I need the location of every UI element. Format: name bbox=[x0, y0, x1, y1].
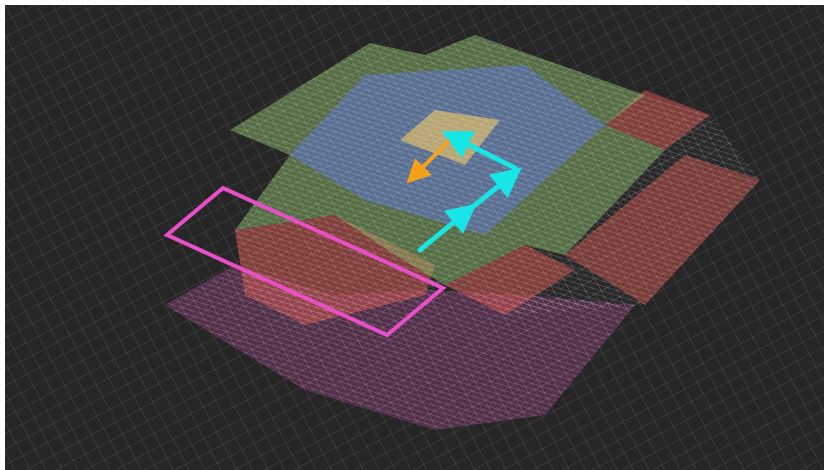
terrain-lod-scene bbox=[5, 5, 824, 470]
3d-viewport[interactable] bbox=[5, 5, 824, 470]
